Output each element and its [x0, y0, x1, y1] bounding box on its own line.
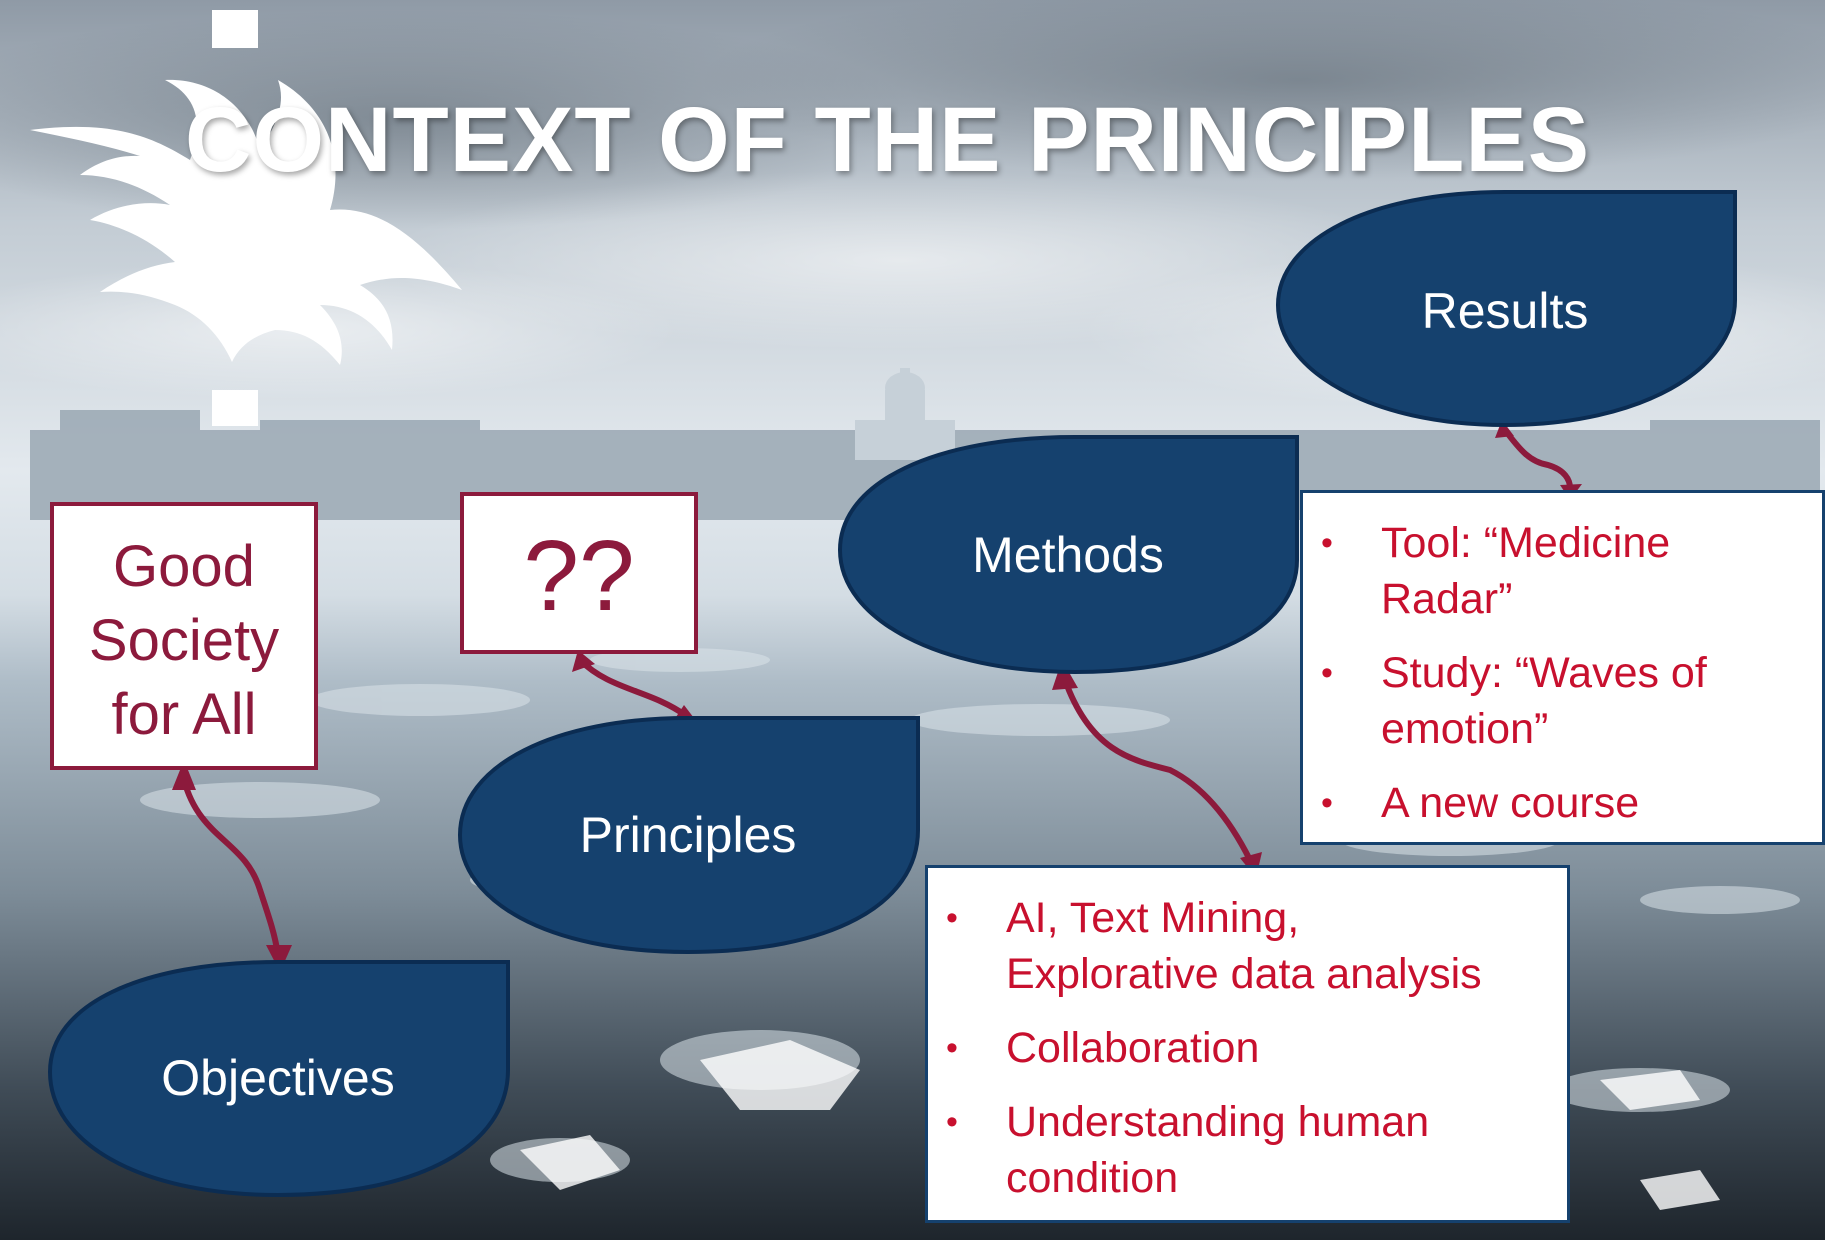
methods-list: • AI, Text Mining, Explorative data anal… [928, 890, 1567, 1206]
list-item: • Study: “Waves of emotion” [1303, 645, 1822, 757]
list-item-line: Tool: “Medicine [1381, 519, 1671, 567]
list-item-line: Study: “Waves of [1381, 649, 1707, 697]
bullet-icon: • [946, 899, 958, 937]
goal-line-2: Society [88, 608, 280, 673]
connector-goal-objectives [181, 777, 281, 958]
goal-box: Good Society for All [50, 502, 318, 770]
list-item-line: condition [1006, 1154, 1179, 1202]
helsinki-flame-logo [30, 10, 462, 426]
bullet-icon: • [1321, 784, 1333, 822]
results-shape: Results [1275, 190, 1737, 428]
list-item: • AI, Text Mining, Explorative data anal… [928, 890, 1567, 1002]
connector-question-principles [577, 657, 688, 718]
arrowhead [1052, 660, 1078, 690]
bullet-icon: • [1321, 654, 1333, 692]
list-item: • Collaboration [928, 1020, 1567, 1076]
methods-label: Methods [972, 527, 1164, 583]
bullet-icon: • [946, 1029, 958, 1067]
bullet-icon: • [1321, 524, 1333, 562]
list-item-line: Collaboration [1006, 1024, 1260, 1072]
list-item-line: emotion” [1381, 705, 1549, 753]
list-item-line: A new course [1381, 779, 1640, 827]
results-label: Results [1422, 283, 1589, 339]
methods-list-box: • AI, Text Mining, Explorative data anal… [925, 865, 1570, 1223]
arrowhead [266, 945, 292, 972]
arrowhead [1495, 420, 1514, 438]
list-item: • Understanding human condition [928, 1094, 1567, 1206]
question-text: ?? [523, 520, 635, 632]
list-item-line: Understanding human [1006, 1098, 1430, 1146]
question-box: ?? [460, 492, 698, 654]
goal-line-3: for All [111, 682, 257, 747]
principles-shape: Principles [457, 716, 920, 955]
arrowhead [172, 760, 196, 790]
objectives-label: Objectives [161, 1050, 394, 1106]
list-item: • Tool: “Medicine Radar” [1303, 515, 1822, 627]
bullet-icon: • [946, 1103, 958, 1141]
results-list-box: • Tool: “Medicine Radar” • Study: “Waves… [1300, 490, 1825, 845]
list-item: • A new course [1303, 775, 1822, 831]
list-item-line: Radar” [1381, 575, 1513, 623]
slide-title: CONTEXT OF THE PRINCIPLES [185, 89, 1591, 191]
connector-results-list [1502, 427, 1573, 491]
connector-methods-list [1062, 677, 1253, 863]
arrowhead [572, 650, 595, 672]
methods-shape: Methods [837, 435, 1299, 675]
list-item-line: Explorative data analysis [1006, 950, 1482, 998]
goal-line-1: Good [113, 534, 255, 599]
results-list: • Tool: “Medicine Radar” • Study: “Waves… [1303, 515, 1822, 831]
objectives-shape: Objectives [47, 960, 510, 1198]
list-item-line: AI, Text Mining, [1006, 894, 1300, 942]
principles-label: Principles [580, 807, 797, 863]
